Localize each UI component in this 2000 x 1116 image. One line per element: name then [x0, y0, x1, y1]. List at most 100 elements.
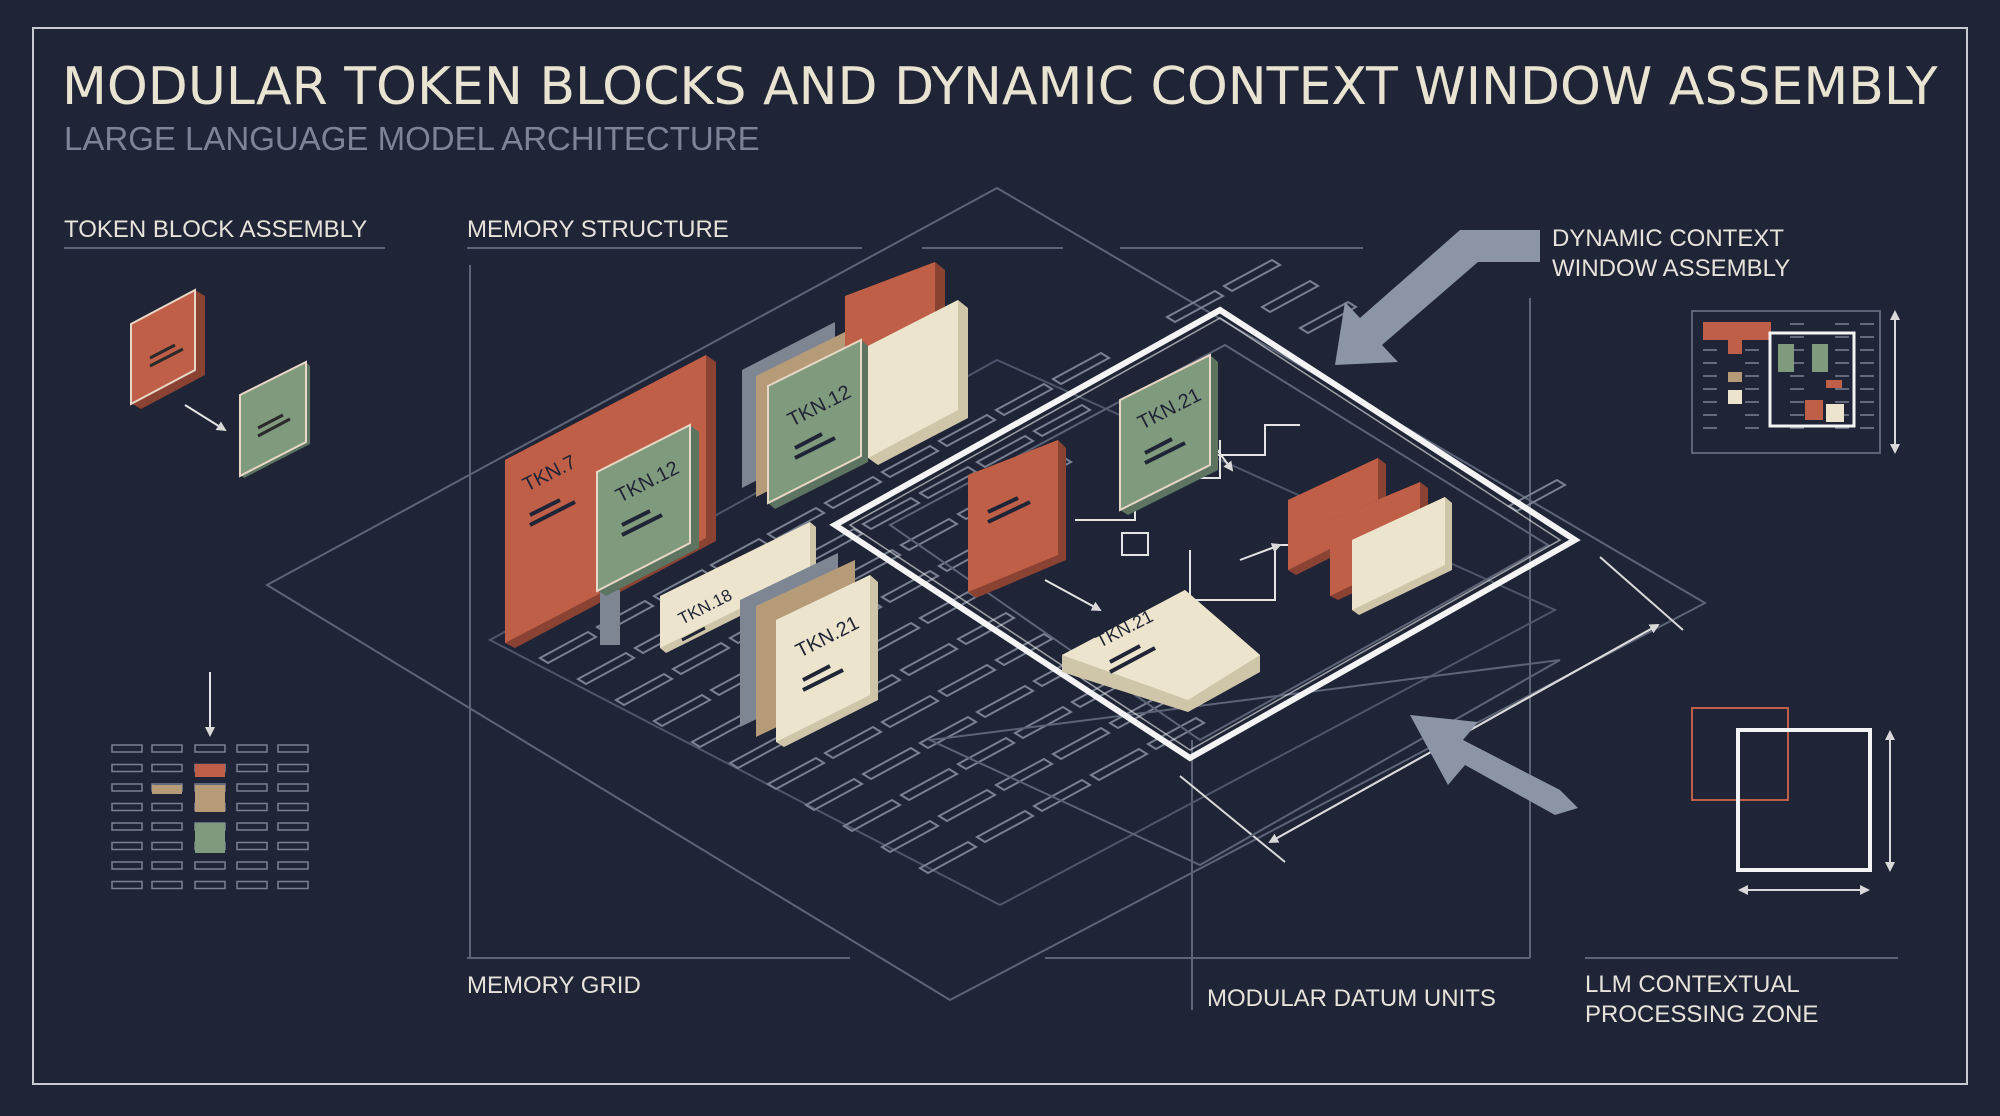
- grid-cell: [576, 651, 636, 686]
- grid-cell: [1032, 778, 1092, 813]
- mini-grid-cell: [277, 802, 309, 812]
- mini-grid-filled-cell: [195, 764, 225, 777]
- mini-context-window: [1691, 310, 1900, 454]
- grid-cell: [899, 767, 959, 802]
- mini-grid-cell: [277, 880, 309, 890]
- grid-cell: [880, 819, 940, 854]
- label-memory-grid: MEMORY GRID: [467, 972, 641, 999]
- memory-plane-outline: [264, 186, 1708, 1002]
- mini-grid-cell: [151, 744, 183, 753]
- mini-grid-cell: [236, 880, 268, 890]
- token-mini-grid: [111, 744, 309, 890]
- grid-cell: [1051, 726, 1111, 761]
- grid-cell: [956, 736, 1016, 771]
- context-block-red: [968, 440, 1066, 598]
- label-dynamic-context-2: WINDOW ASSEMBLY: [1552, 255, 1790, 282]
- grid-cell: [975, 809, 1035, 844]
- mini-grid-cell: [236, 802, 268, 812]
- mini-grid-cell: [236, 822, 268, 831]
- grid-cell: [1298, 300, 1358, 335]
- context-stack-right: [1288, 458, 1452, 615]
- grid-cell: [1051, 351, 1111, 386]
- grid-cell: [994, 382, 1054, 417]
- mini-grid-cell: [236, 744, 268, 753]
- grid-cell: [766, 756, 826, 791]
- label-dynamic-context-1: DYNAMIC CONTEXT: [1552, 225, 1784, 252]
- mini-grid-cell: [111, 783, 143, 792]
- grid-cell: [975, 434, 1035, 469]
- mini-grid-cell: [151, 861, 183, 870]
- big-arrow-bottom[interactable]: [1410, 715, 1578, 815]
- page-subtitle: LARGE LANGUAGE MODEL ARCHITECTURE: [64, 120, 760, 157]
- grid-cell: [1165, 289, 1225, 324]
- mini-grid-cell: [236, 841, 268, 851]
- grid-cell: [918, 840, 978, 875]
- grid-cell: [823, 725, 883, 760]
- grid-cell: [614, 672, 674, 707]
- grid-cell: [652, 693, 712, 728]
- mini-grid-cell: [236, 861, 268, 870]
- token-assembly-pair: [130, 288, 310, 478]
- mini-grid-cell: [151, 822, 183, 831]
- mini-grid-cell: [151, 802, 183, 812]
- mini-grid-cell: [277, 822, 309, 831]
- token-stack-tkn21: TKN.21: [740, 553, 878, 747]
- mini-grid-cell: [151, 880, 183, 890]
- grid-cell: [1013, 705, 1073, 740]
- grid-cell: [1222, 258, 1282, 293]
- mini-grid-cell: [111, 802, 143, 812]
- grid-cell: [880, 694, 940, 729]
- grid-cell: [880, 444, 940, 479]
- mini-grid-cell: [111, 763, 143, 773]
- grid-cell: [766, 506, 826, 541]
- big-arrow-top[interactable]: [1335, 230, 1540, 365]
- mini-grid-cell: [111, 744, 143, 753]
- mini-grid-cell: [111, 861, 143, 870]
- mini-grid-cell: [277, 783, 309, 792]
- grid-cell: [975, 684, 1035, 719]
- mini-grid-cell: [151, 841, 183, 851]
- label-llm-zone-2: PROCESSING ZONE: [1585, 1001, 1818, 1028]
- mini-grid-filled-cell: [152, 785, 182, 794]
- context-block-tkn21-green: TKN.21: [1119, 353, 1218, 515]
- mini-grid-cell: [277, 861, 309, 870]
- mini-grid-cell: [194, 861, 226, 870]
- grid-cell: [899, 517, 959, 552]
- mini-grid-filled-cell: [195, 785, 225, 812]
- token-block-tkn12-left: TKN.12: [596, 423, 699, 645]
- mini-grid-cell: [194, 744, 226, 753]
- guide-lines: [469, 265, 1531, 1010]
- grid-cell: [937, 663, 997, 698]
- label-modular-datum-units: MODULAR DATUM UNITS: [1207, 985, 1496, 1012]
- grid-cell: [861, 746, 921, 781]
- grid-cell: [937, 788, 997, 823]
- grid-cell: [842, 798, 902, 833]
- mini-grid-cell: [151, 763, 183, 773]
- grid-cell: [861, 496, 921, 531]
- grid-cell: [899, 642, 959, 677]
- grid-cell: [671, 641, 731, 676]
- mini-grid-cell: [236, 783, 268, 792]
- token-cluster-top: TKN.12: [742, 262, 968, 509]
- mini-grid-cell: [111, 841, 143, 851]
- context-window-base: [926, 659, 1561, 867]
- label-llm-zone-1: LLM CONTEXTUAL: [1585, 971, 1800, 998]
- grid-cell: [956, 611, 1016, 646]
- label-memory-structure: MEMORY STRUCTURE: [467, 216, 729, 243]
- grid-cell: [823, 475, 883, 510]
- grid-cell: [1260, 279, 1320, 314]
- grid-cell: [937, 413, 997, 448]
- processing-zone-squares: [1691, 707, 1895, 895]
- token-block-tkn18: TKN.18: [660, 522, 816, 653]
- mini-grid-cell: [111, 880, 143, 890]
- mini-grid-filled-cell: [195, 823, 225, 853]
- grid-cell: [994, 757, 1054, 792]
- grid-cell: [690, 714, 750, 749]
- mini-grid-cell: [111, 822, 143, 831]
- outer-frame: [32, 27, 1968, 1085]
- grid-cell: [538, 630, 598, 665]
- grid-cell: [1089, 747, 1149, 782]
- grid-cell: [1507, 478, 1567, 513]
